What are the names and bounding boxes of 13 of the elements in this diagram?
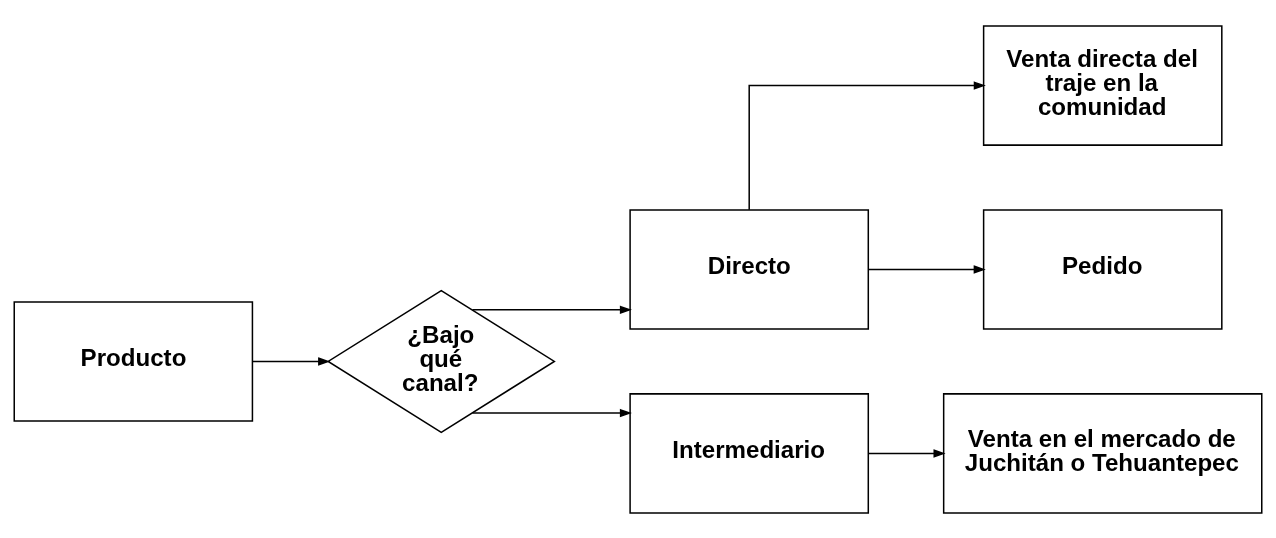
arrow bbox=[748, 80, 986, 211]
node-box: Venta en el mercado de Juchitán o Tehuantepec bbox=[942, 392, 1263, 514]
arrow bbox=[867, 264, 986, 274]
node-diamond: ¿Bajo qué canal? bbox=[326, 289, 556, 433]
arrow bbox=[867, 448, 946, 458]
node-box: Pedido bbox=[982, 208, 1223, 330]
node-box: Intermediario bbox=[629, 392, 870, 514]
node-box: Venta directa del traje en la comunidad bbox=[982, 24, 1223, 146]
arrow bbox=[471, 408, 632, 417]
arrow bbox=[252, 356, 331, 366]
node-box: Producto bbox=[13, 300, 254, 422]
node-box: Directo bbox=[629, 208, 870, 330]
arrow bbox=[471, 305, 632, 314]
